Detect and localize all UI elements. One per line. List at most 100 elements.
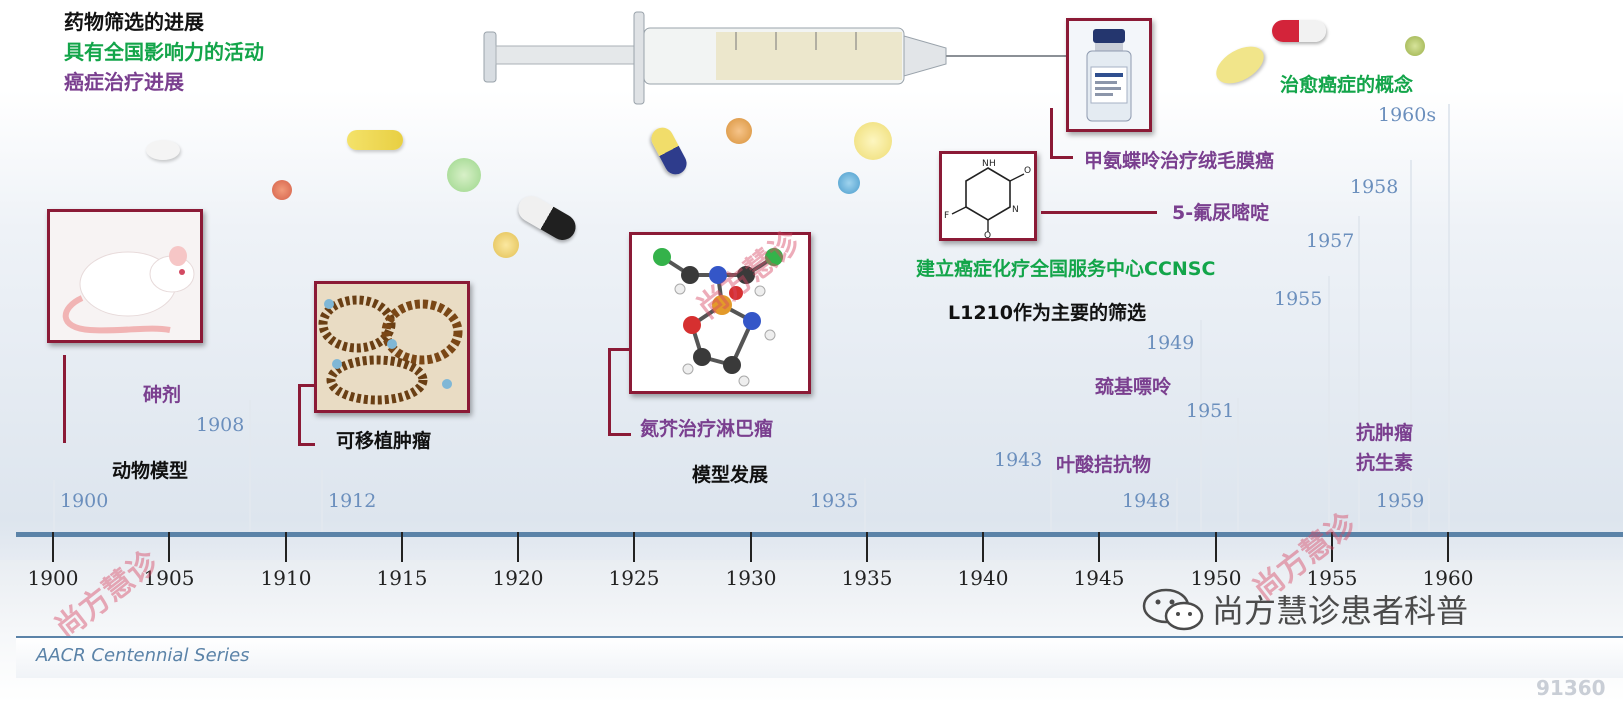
axis-tick-label-1925: 1925: [608, 566, 660, 590]
pill-small-green-icon: [1405, 36, 1425, 56]
axis-tick-1960: [1447, 532, 1449, 562]
year-1951: 1951: [1186, 400, 1235, 422]
guide-line-1957: [1358, 216, 1360, 532]
fluorouracil-connector: [1041, 211, 1157, 214]
bottom-band: [0, 560, 1623, 702]
atom-n1-label: N: [982, 159, 989, 169]
axis-tick-1930: [750, 532, 752, 562]
timeline-axis: [16, 532, 1623, 537]
guide-line-1943: [1050, 442, 1052, 532]
pill-green-round-icon: [447, 158, 481, 192]
event-cure-concept: 治愈癌症的概念: [1280, 74, 1414, 96]
background-gradient: [0, 0, 1623, 560]
series-footer-bar: [16, 636, 1623, 678]
atom-n2-label: N: [1012, 205, 1019, 215]
axis-tick-label-1920: 1920: [492, 566, 544, 590]
year-1960s: 1960s: [1378, 104, 1437, 126]
axis-tick-label-1935: 1935: [841, 566, 893, 590]
guide-line-1935: [864, 478, 866, 532]
atom-o2-label: O: [984, 231, 991, 238]
axis-tick-label-1955: 1955: [1306, 566, 1358, 590]
event-methotrexate: 甲氨蝶呤治疗绒毛膜癌: [1084, 150, 1275, 172]
guide-line-1951: [1237, 398, 1239, 532]
animal-model-bracket: [63, 355, 66, 443]
guide-line-1958: [1410, 160, 1412, 532]
molecule-model-image: [629, 232, 811, 394]
fluorouracil-structure-image: N H N O O F: [939, 151, 1037, 241]
pill-yellow-round-icon: [493, 232, 519, 258]
legend-treatment: 癌症治疗进展: [64, 70, 184, 94]
site-badge: 91360: [1536, 676, 1606, 700]
event-animal-model: 动物模型: [112, 460, 189, 482]
pill-blue-small-icon: [838, 172, 860, 194]
atom-h-label: H: [989, 159, 996, 169]
axis-tick-1955: [1331, 532, 1333, 562]
legend-national: 具有全国影响力的活动: [64, 40, 264, 64]
year-1957: 1957: [1306, 230, 1355, 252]
pill-white-oval-icon: [146, 140, 180, 160]
methotrexate-vial-image: [1066, 18, 1152, 132]
axis-tick-label-1940: 1940: [957, 566, 1009, 590]
pill-cream-round-icon: [854, 122, 892, 160]
year-1935: 1935: [810, 490, 859, 512]
event-l1210: L1210作为主要的筛选: [948, 302, 1146, 324]
axis-tick-label-1905: 1905: [143, 566, 195, 590]
series-title: AACR Centennial Series: [36, 645, 250, 666]
year-1948: 1948: [1122, 490, 1171, 512]
guide-line-1955: [1328, 276, 1330, 532]
wechat-icon: [1142, 588, 1204, 631]
guide-line-1960s: [1448, 104, 1450, 532]
guide-line-1949: [1200, 320, 1202, 532]
legend-screening: 药物筛选的进展: [64, 10, 204, 34]
event-arsenic: 砷剂: [143, 384, 182, 406]
guide-line-1908: [249, 400, 251, 532]
pill-orange-round-icon: [726, 118, 752, 144]
year-1908: 1908: [196, 414, 245, 436]
axis-tick-label-1950: 1950: [1190, 566, 1242, 590]
guide-line-1912: [321, 470, 323, 532]
axis-tick-1925: [633, 532, 635, 562]
atom-f-label: F: [944, 211, 949, 221]
axis-tick-1920: [517, 532, 519, 562]
year-1959: 1959: [1376, 490, 1425, 512]
axis-tick-label-1960: 1960: [1422, 566, 1474, 590]
year-1912: 1912: [328, 490, 377, 512]
event-ccnsc: 建立癌症化疗全国服务中心CCNSC: [916, 258, 1216, 280]
axis-tick-label-1900: 1900: [27, 566, 79, 590]
mouse-image: [47, 209, 203, 343]
event-nitrogen-mustard: 氮芥治疗淋巴瘤: [640, 418, 774, 440]
atom-o1-label: O: [1024, 166, 1031, 176]
tumor-histology-image: [314, 281, 470, 413]
year-1900: 1900: [60, 490, 109, 512]
year-1943: 1943: [994, 449, 1043, 471]
syringe-icon: [483, 11, 1088, 105]
guide-line-1959: [1428, 478, 1430, 532]
year-1955: 1955: [1274, 288, 1323, 310]
guide-line-1900: [53, 480, 55, 532]
axis-tick-1915: [401, 532, 403, 562]
axis-tick-1910: [285, 532, 287, 562]
axis-tick-1950: [1215, 532, 1217, 562]
event-folate-antagonist: 叶酸拮抗物: [1056, 454, 1152, 476]
axis-tick-1905: [168, 532, 170, 562]
year-1949: 1949: [1146, 332, 1195, 354]
event-antitumor-line1: 抗肿瘤: [1356, 422, 1414, 444]
pill-orange-small-icon: [272, 180, 292, 200]
methotrexate-bracket: [1050, 108, 1073, 159]
event-antitumor-line2: 抗生素: [1356, 452, 1414, 474]
axis-tick-1940: [982, 532, 984, 562]
axis-tick-1900: [52, 532, 54, 562]
event-transplant-tumor: 可移植肿瘤: [336, 430, 432, 452]
event-fluorouracil: 5-氟尿嘧啶: [1172, 202, 1270, 224]
year-1958: 1958: [1350, 176, 1399, 198]
axis-tick-1935: [866, 532, 868, 562]
axis-tick-label-1915: 1915: [376, 566, 428, 590]
wechat-account-name: 尚方慧诊患者科普: [1212, 592, 1469, 630]
axis-tick-label-1945: 1945: [1073, 566, 1125, 590]
nitrogen-mustard-bracket: [608, 348, 631, 436]
guide-line-1948: [1176, 478, 1178, 532]
axis-tick-1945: [1098, 532, 1100, 562]
transplant-tumor-bracket: [298, 384, 315, 446]
pill-capsule-yellow-icon: [347, 130, 403, 150]
axis-tick-label-1910: 1910: [260, 566, 312, 590]
